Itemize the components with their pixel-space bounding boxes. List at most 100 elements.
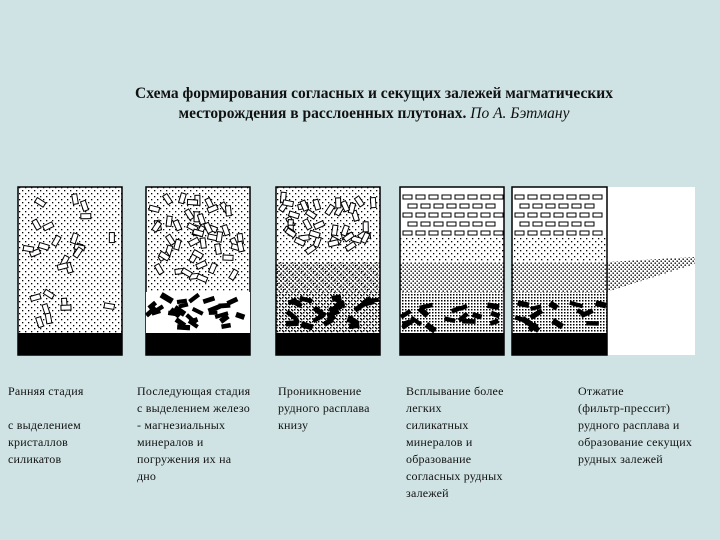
- silicate-crystal: [473, 204, 482, 208]
- silicate-crystal: [429, 231, 438, 235]
- silicate-crystal: [580, 213, 589, 217]
- caption-line: легких: [406, 400, 504, 417]
- caption-line: книзу: [278, 417, 370, 434]
- caption-line: погружения их на: [137, 451, 250, 468]
- caption-line: Ранняя стадия: [8, 383, 84, 400]
- panel-early-stage: [18, 187, 122, 355]
- crystal: [331, 225, 338, 236]
- silicate-crystal: [528, 231, 537, 235]
- caption-line: рудных залежей: [578, 451, 692, 468]
- silicate-crystal: [447, 222, 456, 226]
- panel-base: [400, 333, 504, 355]
- silicate-crystal: [455, 195, 464, 199]
- panel-penetration-stage: [276, 187, 380, 355]
- crystal: [61, 305, 71, 310]
- silicate-crystal: [520, 222, 529, 226]
- caption-line: (фильтр-прессит): [578, 400, 692, 417]
- caption-line: Проникновение: [278, 383, 370, 400]
- caption-line: Последующая стадия: [137, 383, 250, 400]
- caption-line: рудного расплава: [278, 400, 370, 417]
- silicate-crystal: [408, 222, 417, 226]
- silicate-crystal: [481, 231, 490, 235]
- silicate-crystal: [494, 213, 503, 217]
- silicate-crystal: [442, 195, 451, 199]
- silicate-crystal: [546, 204, 555, 208]
- silicate-crystal: [585, 222, 594, 226]
- silicate-crystal: [572, 204, 581, 208]
- silicate-crystal: [593, 195, 602, 199]
- caption-line: минералов и: [137, 434, 250, 451]
- silicate-crystal: [486, 222, 495, 226]
- crystal: [225, 206, 231, 216]
- caption-line: с выделением железо: [137, 400, 250, 417]
- silicate-crystal: [559, 222, 568, 226]
- silicate-crystal: [567, 213, 576, 217]
- silicate-crystal: [473, 222, 482, 226]
- crystal: [370, 197, 376, 207]
- silicate-crystal: [580, 231, 589, 235]
- caption-penetration-stage: Проникновениерудного расплавакнизу: [278, 383, 370, 434]
- caption-line: рудного расплава и: [578, 417, 692, 434]
- crystal: [200, 238, 206, 249]
- silicate-crystal: [416, 195, 425, 199]
- panel-base: [512, 333, 607, 355]
- crystal: [336, 198, 341, 208]
- silicate-crystal: [580, 195, 589, 199]
- crystal: [216, 232, 223, 243]
- silicate-crystal: [468, 195, 477, 199]
- caption-subsequent-stage: Последующая стадияс выделением железо- м…: [137, 383, 250, 485]
- silicate-crystal: [481, 195, 490, 199]
- silicate-crystal: [460, 204, 469, 208]
- silicate-crystal: [554, 231, 563, 235]
- silicate-crystal: [416, 231, 425, 235]
- silicate-crystal: [593, 231, 602, 235]
- caption-line: кристаллов: [8, 434, 84, 451]
- silicate-crystal: [515, 195, 524, 199]
- silicate-crystal: [567, 231, 576, 235]
- silicate-crystal: [455, 213, 464, 217]
- silicate-crystal: [515, 231, 524, 235]
- crystal: [187, 199, 197, 205]
- silicate-crystal: [434, 222, 443, 226]
- silicate-crystal: [567, 195, 576, 199]
- silicate-crystal: [429, 195, 438, 199]
- silicate-crystal: [486, 204, 495, 208]
- silicate-crystal: [541, 231, 550, 235]
- crystal: [215, 244, 222, 255]
- crystal: [81, 214, 91, 219]
- silicate-crystal: [403, 195, 412, 199]
- panel-squeeze-stage: [512, 187, 695, 355]
- silicate-crystal: [442, 213, 451, 217]
- silicate-crystal: [455, 231, 464, 235]
- ore-grain: [586, 321, 599, 326]
- caption-line: силикатных: [406, 417, 504, 434]
- silicate-crystal: [593, 213, 602, 217]
- silicate-crystal: [421, 204, 430, 208]
- silicate-crystal: [533, 204, 542, 208]
- silicate-crystal: [403, 213, 412, 217]
- silicate-crystal: [554, 195, 563, 199]
- silicate-crystal: [494, 231, 503, 235]
- silicate-crystal: [541, 195, 550, 199]
- caption-line: с выделением: [8, 417, 84, 434]
- silicate-crystal: [528, 213, 537, 217]
- ore-grain: [334, 303, 345, 308]
- silicate-crystal: [559, 204, 568, 208]
- caption-line: согласных рудных: [406, 468, 504, 485]
- caption-line: образование: [406, 451, 504, 468]
- silicate-crystal: [429, 213, 438, 217]
- caption-line: залежей: [406, 485, 504, 502]
- silicate-crystal: [421, 222, 430, 226]
- crystal: [104, 303, 115, 310]
- silicate-crystal: [585, 204, 594, 208]
- caption-line: минералов и: [406, 434, 504, 451]
- panel-subsequent-stage: [145, 187, 250, 355]
- silicate-crystal: [494, 195, 503, 199]
- silicate-crystal: [468, 213, 477, 217]
- silicate-crystal: [403, 231, 412, 235]
- panel-base: [276, 333, 380, 355]
- crystal: [109, 233, 114, 243]
- crystal: [363, 222, 368, 232]
